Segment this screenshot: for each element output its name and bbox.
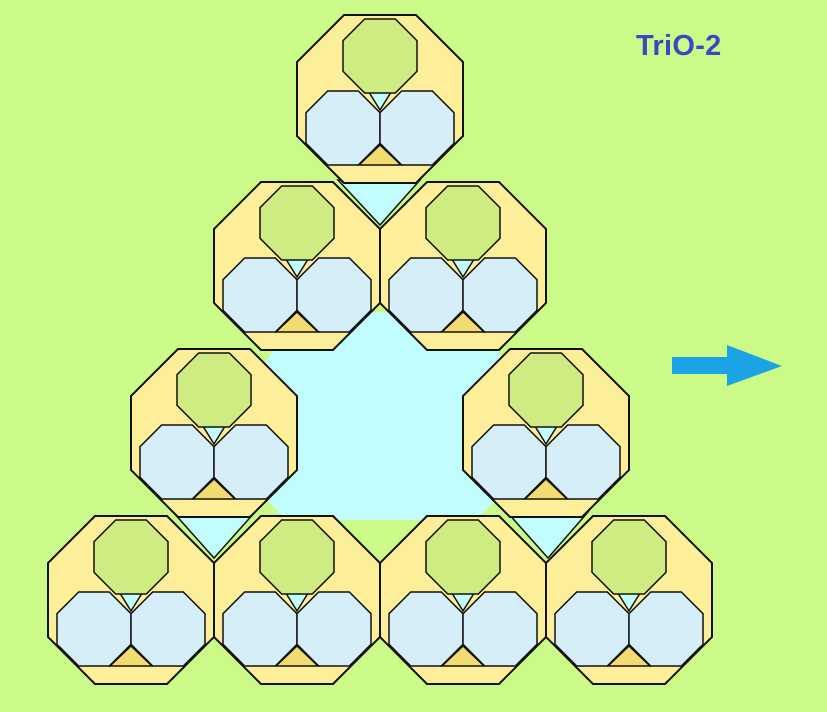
inner-bottom-triangle — [274, 644, 320, 667]
lower-right-octagon — [462, 257, 538, 333]
trio-tile — [379, 515, 547, 685]
lower-left-octagon — [222, 257, 298, 333]
top-octagon — [508, 352, 584, 428]
lower-right-octagon — [296, 257, 372, 333]
lower-left-octagon — [388, 591, 464, 667]
lower-right-octagon — [545, 424, 621, 500]
inner-bottom-triangle — [357, 143, 403, 166]
trio-tile — [545, 515, 713, 685]
page-title: TriO-2 — [636, 30, 722, 62]
inner-bottom-triangle — [108, 644, 154, 667]
inner-bottom-triangle — [523, 477, 569, 500]
top-octagon — [259, 185, 335, 261]
trio-tile — [47, 515, 215, 685]
inner-bottom-triangle — [440, 310, 486, 333]
inner-bottom-triangle — [274, 310, 320, 333]
lower-right-octagon — [213, 424, 289, 500]
top-octagon — [176, 352, 252, 428]
lower-right-octagon — [379, 90, 455, 166]
arrow-layer — [672, 345, 782, 386]
trio-tile — [213, 181, 381, 351]
trio-tile — [296, 14, 464, 184]
lower-left-octagon — [56, 591, 132, 667]
top-octagon — [591, 519, 667, 595]
lower-left-octagon — [139, 424, 215, 500]
top-octagon — [93, 519, 169, 595]
lower-right-octagon — [462, 591, 538, 667]
top-octagon — [425, 185, 501, 261]
tile-group — [47, 14, 713, 685]
lower-left-octagon — [305, 90, 381, 166]
lower-right-octagon — [130, 591, 206, 667]
inner-bottom-triangle — [191, 477, 237, 500]
top-octagon — [425, 519, 501, 595]
lower-right-octagon — [628, 591, 704, 667]
top-octagon — [259, 519, 335, 595]
lower-left-octagon — [471, 424, 547, 500]
trio-tile — [213, 515, 381, 685]
right-arrow-icon — [672, 345, 782, 386]
top-octagon — [342, 18, 418, 94]
trio-tile — [379, 181, 547, 351]
lower-right-octagon — [296, 591, 372, 667]
trio-tile — [462, 348, 630, 518]
lower-left-octagon — [554, 591, 630, 667]
trio-tile — [130, 348, 298, 518]
lower-left-octagon — [222, 591, 298, 667]
inner-bottom-triangle — [606, 644, 652, 667]
lower-left-octagon — [388, 257, 464, 333]
inner-bottom-triangle — [440, 644, 486, 667]
